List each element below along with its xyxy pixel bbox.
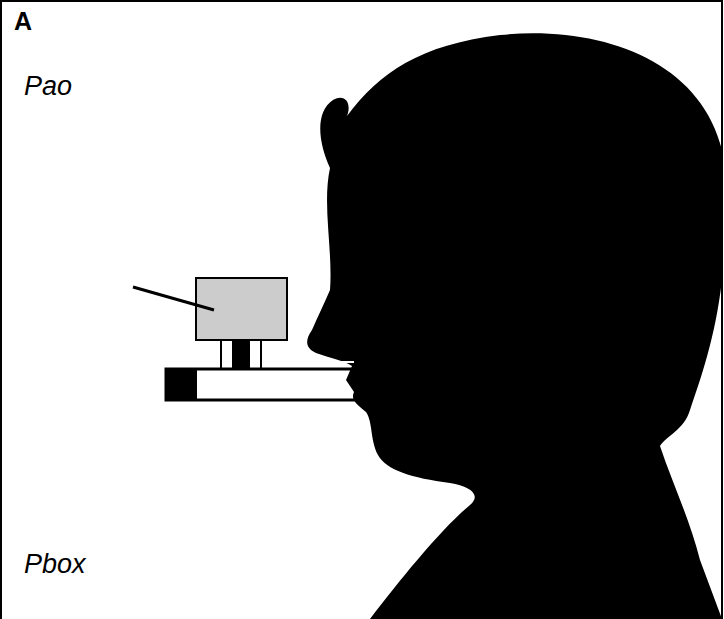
- signal-name: Pbox: [24, 550, 86, 580]
- head-silhouette: [307, 33, 722, 619]
- leader-line: [133, 287, 214, 310]
- tube-occlusion: [166, 369, 197, 400]
- mouthpiece-tube: [166, 369, 358, 400]
- connector-stem: [221, 338, 261, 370]
- panel-letter: A: [14, 8, 32, 36]
- lip-line: [340, 361, 354, 363]
- stem-wall: [232, 340, 250, 370]
- signal-name: Pao: [24, 72, 72, 102]
